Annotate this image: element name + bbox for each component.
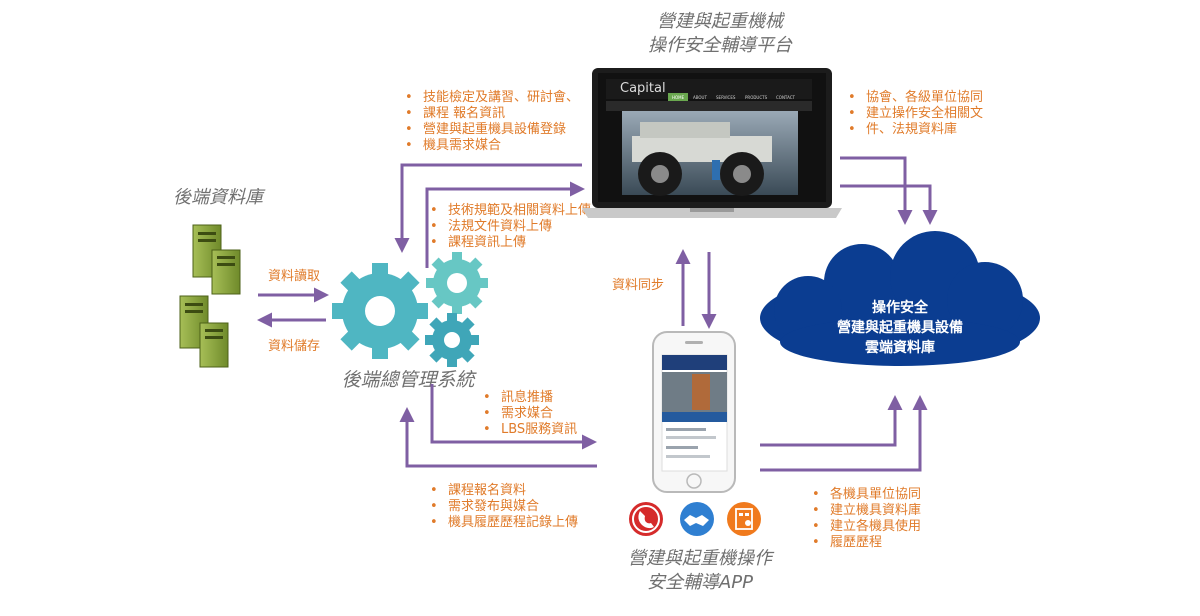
server-icon — [179, 295, 229, 368]
top-right-list: 協會、各級單位協同 建立操作安全相關文 件、法規資料庫 — [848, 90, 983, 138]
top-left-list: 技能檢定及講習、研討會、 課程 報名資訊 營建與起重機具設備登錄 機具需求媒合 — [405, 90, 579, 154]
data-read-label: 資料讀取 — [268, 269, 321, 284]
list-item: 件、法規資料庫 — [848, 122, 983, 138]
platform-title-line1: 營建與起重機械 — [657, 11, 783, 32]
cloud-icon — [760, 231, 1040, 366]
app-in-list: 訊息推播 需求媒合 LBS服務資訊 — [483, 390, 577, 438]
phone-call-icon — [629, 502, 663, 536]
data-sync-label: 資料同步 — [612, 278, 665, 293]
list-item: 機具履歷歷程記錄上傳 — [430, 515, 578, 531]
gear-icon — [425, 313, 479, 367]
gear-icon — [332, 263, 428, 359]
list-item: 課程 報名資訊 — [405, 106, 579, 122]
phone-icon — [652, 331, 736, 493]
list-item: 建立機具資料庫 — [812, 503, 921, 519]
mid-list: 技術規範及相關資料上傳 法規文件資料上傳 課程資訊上傳 — [430, 203, 591, 251]
cloud-label-line3: 雲端資料庫 — [865, 340, 935, 356]
gear-icon — [426, 252, 488, 314]
list-item: LBS服務資訊 — [483, 422, 577, 438]
list-item: 需求媒合 — [483, 406, 577, 422]
server-icon — [192, 224, 241, 295]
bottom-left-list: 課程報名資料 需求發布與媒合 機具履歷歷程記錄上傳 — [430, 483, 578, 531]
list-item: 訊息推播 — [483, 390, 577, 406]
list-item: 法規文件資料上傳 — [430, 219, 591, 235]
list-item: 履歷歷程 — [812, 535, 921, 551]
cloud-label-line1: 操作安全 — [872, 300, 928, 316]
backend-system-title: 後端總管理系統 — [341, 369, 475, 391]
backend-db-title: 後端資料庫 — [173, 187, 263, 208]
platform-title: 營建與起重機械 操作安全輔導平台 — [560, 10, 880, 58]
profile-card-icon — [727, 502, 761, 536]
handshake-icon — [680, 502, 714, 536]
app-title: 營建與起重機操作 安全輔導APP — [560, 547, 840, 595]
data-store-label: 資料儲存 — [268, 339, 321, 354]
bottom-right-list: 各機具單位協同 建立機具資料庫 建立各機具使用 履歷歷程 — [812, 487, 921, 551]
list-item: 技術規範及相關資料上傳 — [430, 203, 591, 219]
website-nav-services: SERVICES — [716, 95, 736, 100]
platform-title-line2: 操作安全輔導平台 — [648, 35, 792, 56]
list-item: 建立各機具使用 — [812, 519, 921, 535]
list-item: 技能檢定及講習、研討會、 — [405, 90, 579, 106]
website-nav-about: ABOUT — [693, 95, 707, 100]
cloud-label: 操作安全 營建與起重機具設備 雲端資料庫 — [800, 298, 1000, 358]
app-title-line2: 安全輔導APP — [646, 572, 754, 593]
list-item: 營建與起重機具設備登錄 — [405, 122, 579, 138]
list-item: 需求發布與媒合 — [430, 499, 578, 515]
website-nav-products: PRODUCTS — [745, 95, 768, 100]
list-item: 建立操作安全相關文 — [848, 106, 983, 122]
list-item: 課程資訊上傳 — [430, 235, 591, 251]
list-item: 各機具單位協同 — [812, 487, 921, 503]
laptop-icon — [582, 68, 842, 218]
website-nav-contact: CONTACT — [776, 95, 796, 100]
flow-arrows — [257, 156, 938, 472]
website-nav-home: HOME — [672, 95, 685, 100]
list-item: 協會、各級單位協同 — [848, 90, 983, 106]
cloud-label-line2: 營建與起重機具設備 — [837, 320, 963, 336]
list-item: 課程報名資料 — [430, 483, 578, 499]
list-item: 機具需求媒合 — [405, 138, 579, 154]
app-title-line1: 營建與起重機操作 — [628, 548, 772, 569]
website-logo: Capital — [620, 81, 666, 96]
